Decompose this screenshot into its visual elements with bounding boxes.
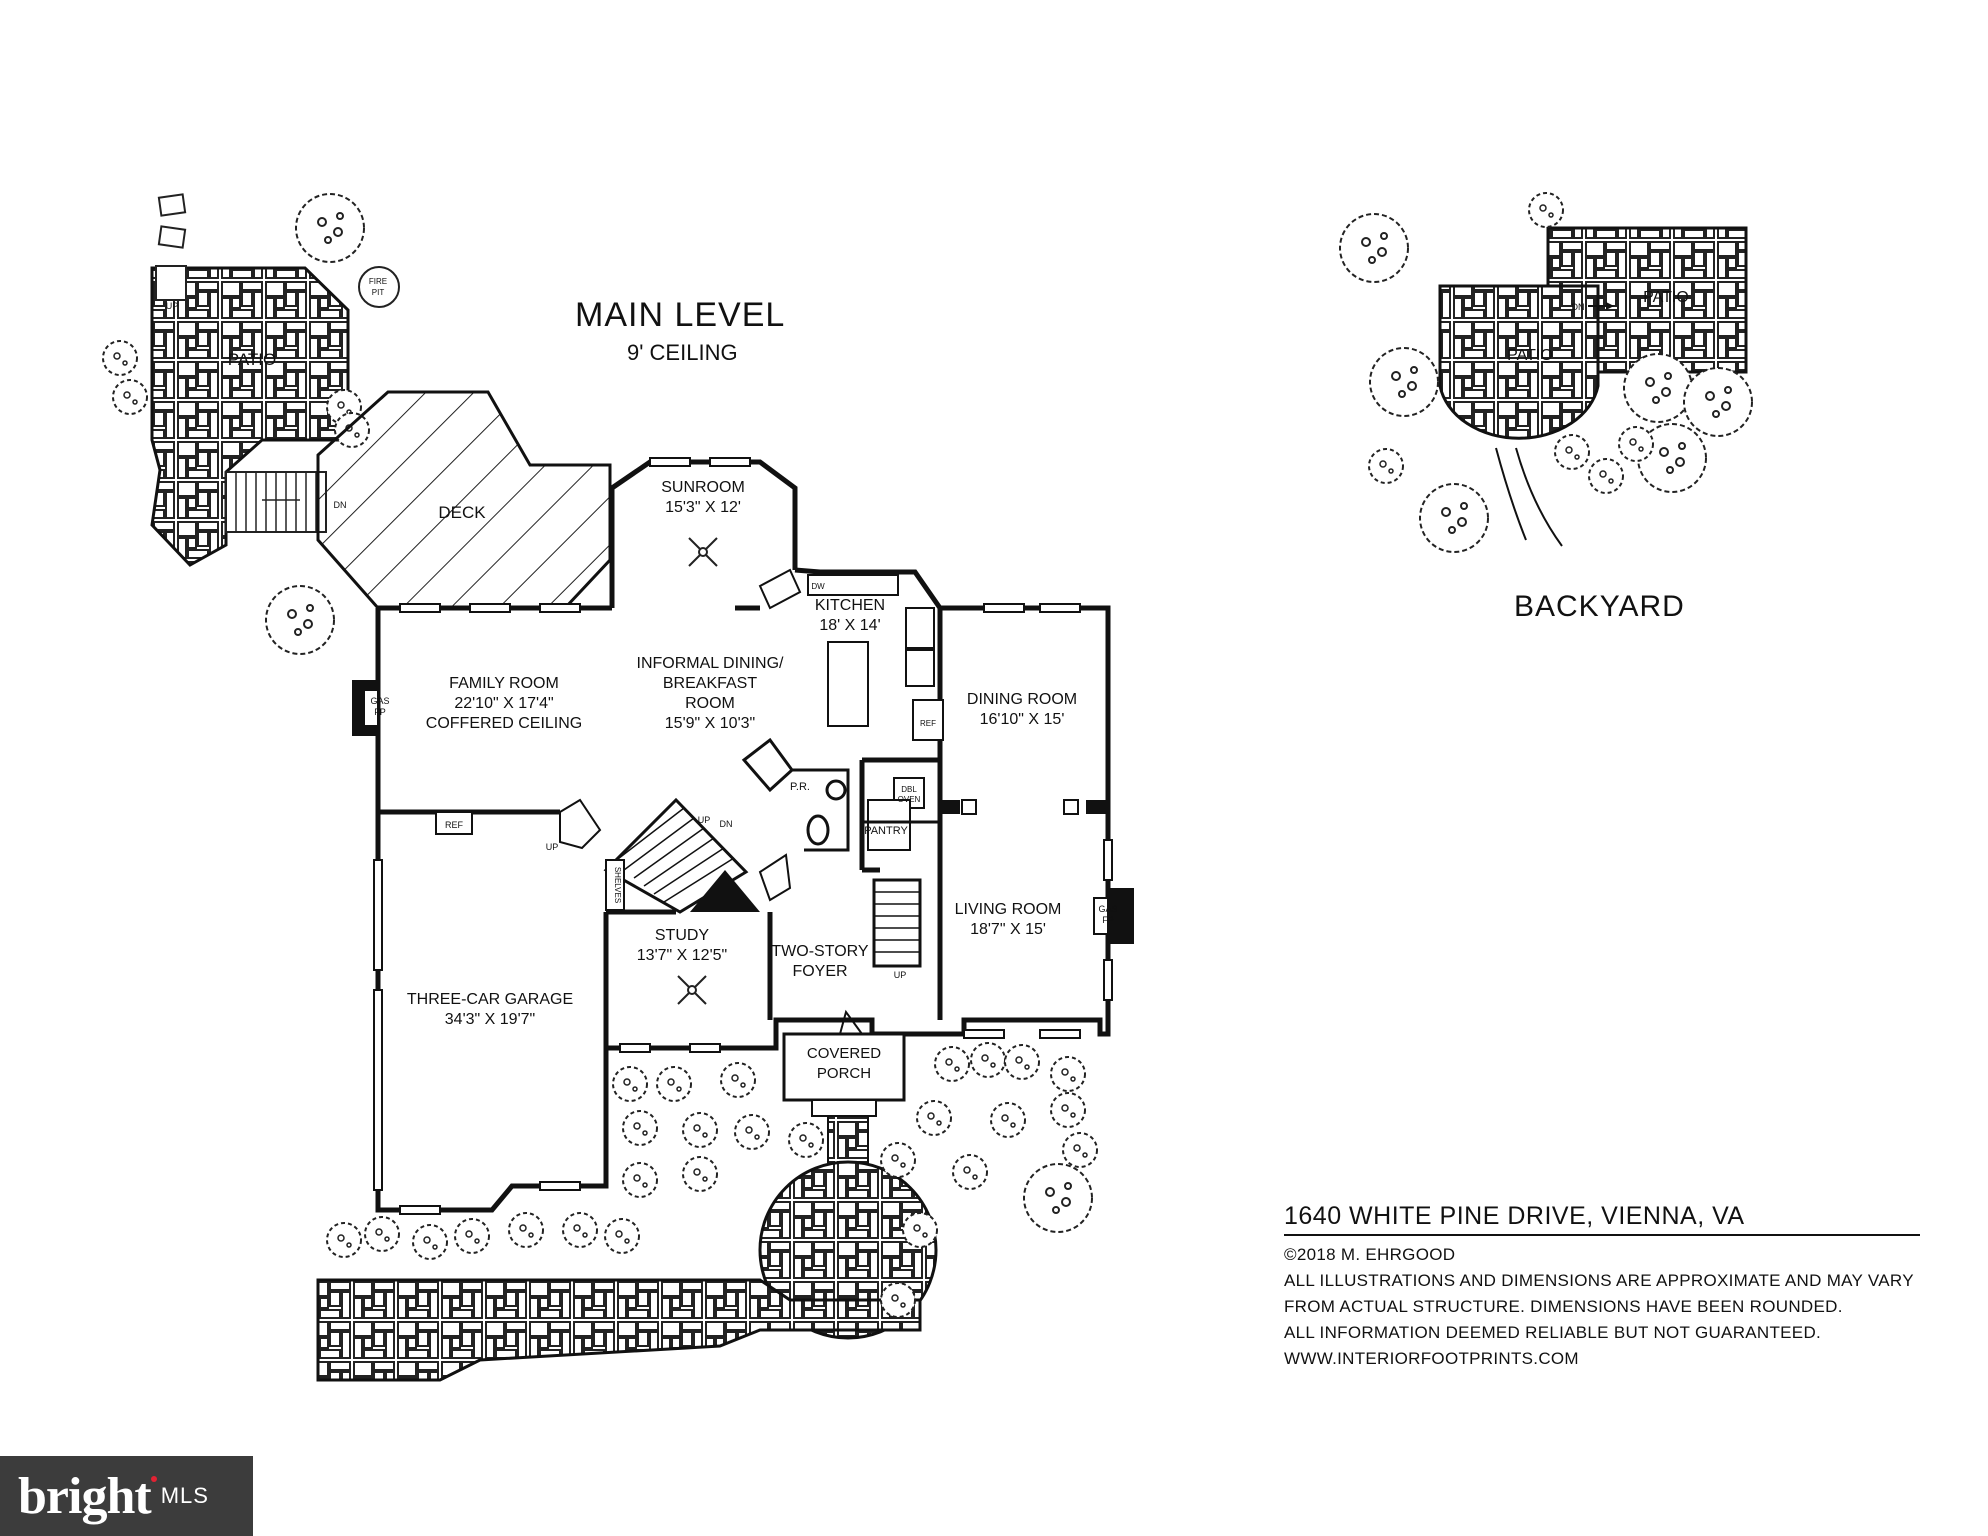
foyer-line2: FOYER [792,963,847,980]
garage-name: THREE-CAR GARAGE [407,991,573,1008]
dining-room-name: DINING ROOM [967,691,1077,708]
informal-dining-line3: ROOM [685,695,735,712]
sunroom-dims: 15'3" X 12' [665,499,741,516]
copyright-text: ©2018 M. EHRGOOD [1284,1245,1456,1264]
powder-room [741,737,940,852]
main-stairs [559,797,922,968]
family-room-dims: 22'10" X 17'4" [454,695,553,712]
patio-up-label: UP [166,301,179,311]
kitchen-fixtures [758,568,944,851]
garage-ref [435,811,473,835]
footer-info: ©2018 M. EHRGOOD ALL ILLUSTRATIONS AND D… [1284,1242,1914,1372]
backyard-dn-label: DN [1572,302,1585,312]
kitchen-ref-label: REF [920,719,936,728]
stairs-up-label: UP [698,815,711,825]
gas-fp-right-1: GAS [1098,904,1117,914]
study-fan-icon [677,975,707,1005]
sunroom-fan-icon [688,537,718,567]
disclaimer-line-1: ALL ILLUSTRATIONS AND DIMENSIONS ARE APP… [1284,1271,1914,1290]
dining-room-dims: 16'10" X 15' [980,711,1065,728]
foyer-line1: TWO-STORY [771,943,869,960]
informal-dining-line2: BREAKFAST [663,675,757,692]
garage-ref-label: REF [445,820,464,830]
dbl-oven-label-1: DBL [901,785,917,794]
kitchen-name: KITCHEN [815,597,885,614]
kitchen-dims: 18' X 14' [819,617,880,634]
study-dims: 13'7" X 12'5" [637,947,727,964]
page-title: MAIN LEVEL [575,296,786,334]
website-text: WWW.INTERIORFOOTPRINTS.COM [1284,1349,1579,1368]
informal-dining-dims: 15'9" X 10'3" [665,715,755,732]
family-room-name: FAMILY ROOM [449,675,559,692]
porch-line2: PORCH [817,1065,871,1082]
deck [316,390,612,610]
front-shrubs [326,1042,1098,1318]
gas-fp-left-2: FP [374,707,386,717]
pantry-label: PANTRY [864,825,908,837]
page-subtitle: 9' CEILING [627,340,738,365]
backyard-patio-label-1: PATIO [1643,289,1689,306]
living-room-name: LIVING ROOM [955,901,1062,918]
deck-label: DECK [438,503,486,522]
powder-room-label: P.R. [790,781,810,793]
living-room-dims: 18'7" X 15' [970,921,1046,938]
informal-dining-line1: INFORMAL DINING/ [637,655,785,672]
fire-pit-label-1: FIRE [369,277,387,286]
address-divider [1284,1234,1920,1236]
study-name: STUDY [655,927,710,944]
logo-accent-dot [151,1476,157,1482]
front-walkway [316,1115,938,1382]
property-address: 1640 WHITE PINE DRIVE, VIENNA, VA [1284,1202,1745,1230]
backyard-patio-label-2: PATIO [1507,347,1553,364]
garage-up-label: UP [546,842,559,852]
dw-label: DW [811,582,825,591]
bright-mls-logo: bright MLS [0,1456,253,1536]
garage-dims: 34'3" X 19'7" [445,1011,535,1028]
sunroom-name: SUNROOM [661,479,745,496]
logo-suffix: MLS [160,1483,209,1508]
disclaimer-line-2: FROM ACTUAL STRUCTURE. DIMENSIONS HAVE B… [1284,1297,1843,1316]
family-room-note: COFFERED CEILING [426,715,582,732]
fireplaces [352,680,1134,944]
backyard-title: BACKYARD [1514,590,1685,623]
dbl-oven-label-2: OVEN [898,795,921,804]
porch-line1: COVERED [807,1045,881,1062]
gas-fp-left-1: GAS [370,696,389,706]
backyard-inset [1339,192,1753,553]
shelves-label: SHELVES [613,867,622,903]
fire-pit-label-2: PIT [372,288,385,297]
upper-patio [150,193,400,567]
covered-porch [782,1009,906,1117]
logo-wordmark: bright [18,1467,152,1525]
disclaimer-line-3: ALL INFORMATION DEEMED RELIABLE BUT NOT … [1284,1323,1822,1342]
stairs-dn-label: DN [720,819,733,829]
foyer-up-label: UP [894,970,907,980]
partition-posts [938,799,1108,815]
gas-fp-right-2: FP [1102,915,1114,925]
patio-label: PATIO [228,350,277,369]
windows [373,457,1113,1215]
